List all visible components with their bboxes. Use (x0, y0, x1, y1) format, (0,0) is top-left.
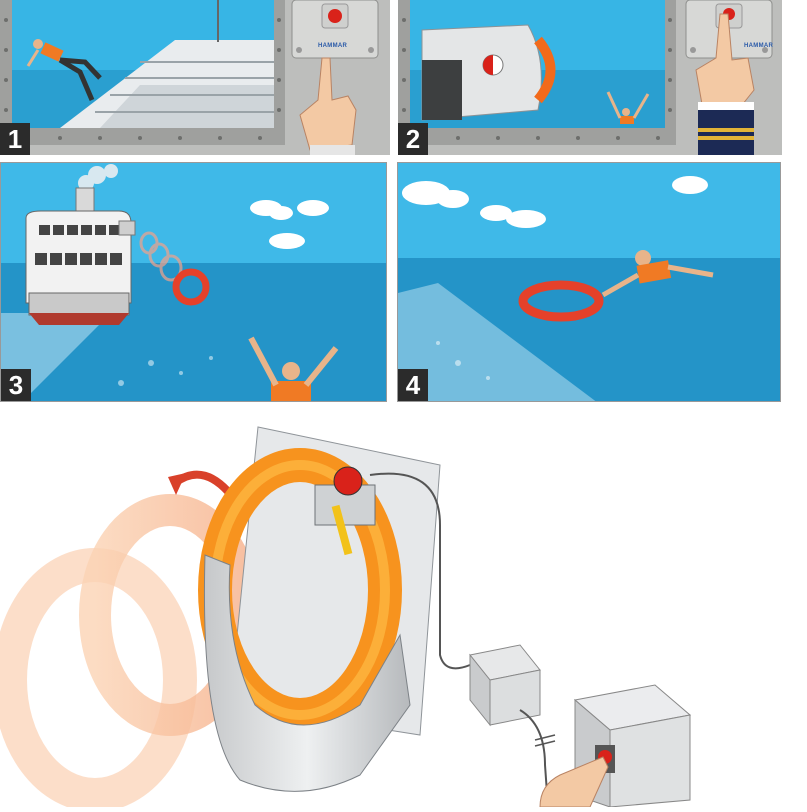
panel-number-2: 2 (398, 123, 428, 155)
swimmer-4 (601, 250, 714, 298)
falling-person (26, 39, 102, 101)
cable (369, 472, 471, 670)
panel-4-illustration (398, 163, 780, 401)
clouds-3 (250, 200, 329, 249)
lifebuoy-4 (518, 280, 604, 322)
panel-number-3: 3 (1, 369, 31, 401)
launcher-product-illustration (0, 405, 807, 812)
control-box-brand: HAMMAR (318, 43, 348, 49)
launcher-diagram (0, 426, 692, 812)
clouds-4 (402, 176, 708, 228)
control-box-brand-2: HAMMAR (744, 43, 774, 49)
panel-3-illustration (1, 163, 386, 401)
panel-1: HAMMAR 1 (0, 0, 390, 155)
panel-1-illustration (0, 0, 390, 155)
panel-number-1: 1 (0, 123, 30, 155)
housing-front (203, 554, 411, 792)
panel-3: 3 (0, 162, 387, 402)
person-in-water-3 (248, 336, 339, 401)
panel-number-4: 4 (398, 369, 428, 401)
swimmer-2 (606, 91, 650, 124)
ferry-ship (25, 187, 136, 325)
junction-box (469, 644, 541, 727)
panel-2-illustration (398, 0, 782, 155)
panel-2: HAMMAR 2 (398, 0, 782, 155)
panel-4: 4 (397, 162, 781, 402)
lifebuoy-3 (172, 268, 210, 306)
